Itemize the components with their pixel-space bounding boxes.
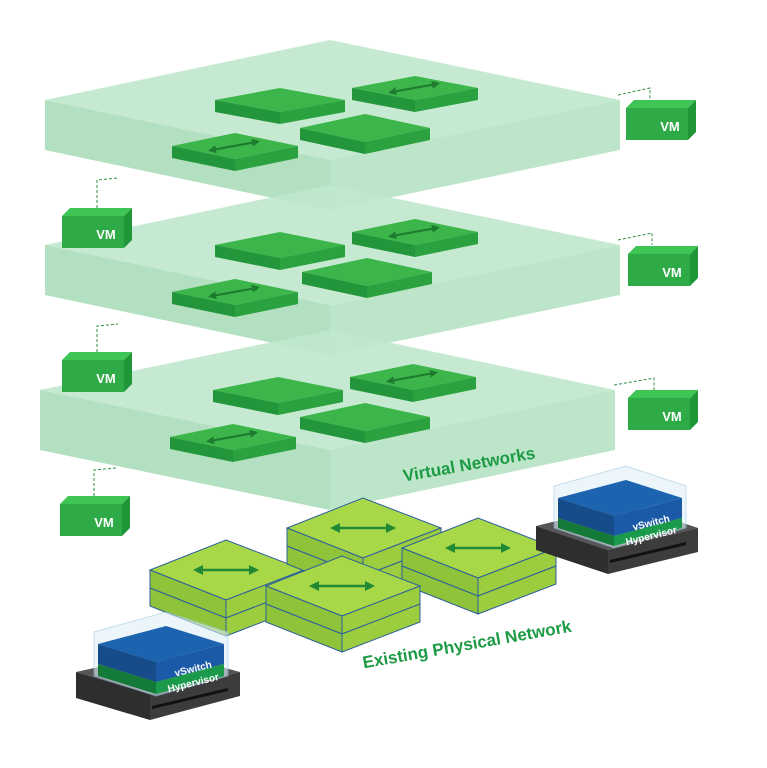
virtual-switch-icon — [300, 403, 430, 443]
vm-label: VM — [96, 371, 116, 386]
virtual-switch-icon — [213, 377, 343, 415]
vm-icon: VM — [628, 246, 698, 286]
vm-label: VM — [662, 409, 682, 424]
virtual-switch-icon — [352, 76, 478, 112]
vm-label: VM — [660, 119, 680, 134]
physical-switch-icon — [400, 517, 558, 615]
bidirectional-arrow-icon — [208, 138, 260, 154]
virtual-switch-icon — [352, 219, 478, 257]
vm-icon: VM — [62, 352, 132, 392]
virtual-network-layer-2 — [45, 185, 620, 355]
physical-switch-icon — [264, 555, 422, 653]
virtual-network-layer-3: Virtual Networks — [40, 330, 615, 510]
vm-icon: VM — [62, 208, 132, 248]
vm-label: VM — [662, 265, 682, 280]
virtual-switch-icon — [215, 232, 345, 270]
server-icon: vSwitch Hypervisor — [536, 465, 698, 574]
virtual-switch-icon — [172, 279, 298, 317]
vm-label: VM — [96, 227, 116, 242]
virtual-switch-icon — [350, 364, 476, 402]
bidirectional-arrow-icon — [206, 429, 258, 445]
virtual-switch-icon — [302, 258, 432, 298]
virtual-switch-icon — [170, 424, 296, 462]
vm-icon: VM — [626, 100, 696, 140]
vm-icon: VM — [628, 390, 698, 430]
server-icon: vSwitch Hypervisor — [76, 611, 240, 720]
virtual-network-layer-1 — [45, 40, 620, 210]
vm-connectors — [93, 87, 655, 496]
bidirectional-arrow-icon — [208, 284, 260, 300]
bidirectional-arrow-icon — [386, 369, 438, 385]
virtual-switch-icon — [172, 133, 298, 171]
virtual-switch-icon — [215, 88, 345, 124]
bidirectional-arrow-icon — [388, 224, 440, 240]
virtual-switch-icon — [300, 114, 430, 154]
vm-icon: VM — [60, 496, 130, 536]
bidirectional-arrow-icon — [388, 80, 440, 96]
vm-label: VM — [94, 515, 114, 530]
